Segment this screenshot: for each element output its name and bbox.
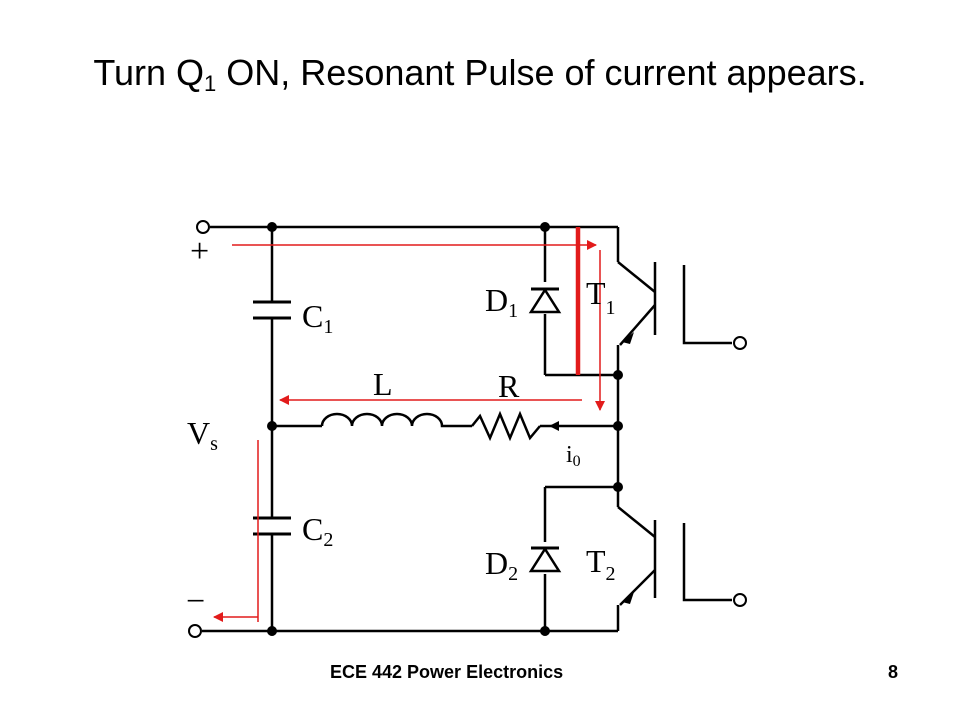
title-subscript: 1 — [204, 71, 217, 96]
title-suffix: ON, Resonant Pulse of current appears. — [216, 52, 867, 93]
terminal-plus — [196, 220, 210, 234]
junction-dots — [267, 222, 623, 636]
circuit-wiring — [202, 225, 732, 633]
label-c2: C2 — [302, 511, 333, 551]
label-vs: Vs — [187, 415, 218, 455]
label-minus: − — [186, 583, 205, 620]
inductor-l — [320, 412, 472, 428]
label-t2: T2 — [586, 543, 616, 585]
page-number: 8 — [888, 662, 899, 682]
terminal-minus — [188, 624, 202, 638]
slide-title: Turn Q1 ON, Resonant Pulse of current ap… — [0, 52, 960, 97]
diode-d2 — [528, 546, 562, 573]
label-c1: C1 — [302, 298, 333, 338]
label-inductor: L — [373, 366, 393, 402]
terminal-t1-gate — [733, 336, 747, 350]
title-prefix: Turn Q — [93, 52, 205, 93]
capacitor-c2 — [253, 516, 291, 536]
label-d1: D1 — [485, 282, 518, 322]
diode-d1 — [528, 287, 562, 314]
capacitor-c1 — [253, 300, 291, 320]
label-io: i0 — [566, 442, 581, 470]
t2-emitter-arrow — [622, 592, 634, 604]
current-path — [213, 227, 605, 622]
label-plus: + — [190, 233, 209, 270]
label-resistor: R — [498, 368, 520, 404]
t1-emitter-arrow — [622, 332, 634, 344]
terminal-t2-gate — [733, 593, 747, 607]
label-d2: D2 — [485, 545, 518, 585]
terminals — [188, 220, 747, 638]
resistor-r — [471, 410, 541, 442]
label-t1: T1 — [586, 275, 616, 319]
footer-course-title: ECE 442 Power Electronics — [330, 662, 564, 682]
